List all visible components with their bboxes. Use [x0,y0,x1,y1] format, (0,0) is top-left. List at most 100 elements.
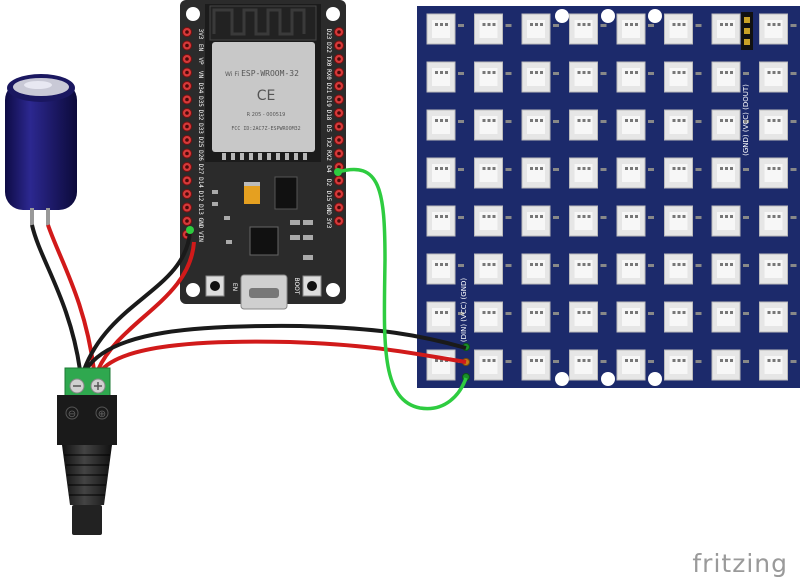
wire-cap-red [46,224,96,371]
led-pixel [664,157,702,189]
led-pixel [569,61,607,93]
led-pixel [759,61,797,93]
esp32-pin: D35 [182,94,204,107]
esp32-pin: D19 [325,94,344,107]
matrix-output-header: (GND) (VCC) (DOUT) [741,12,753,156]
esp32-pin-label: D21 [325,83,332,94]
esp32-pin-label: D32 [197,110,204,121]
led-pixel [569,109,607,141]
micro-usb-port [240,274,288,310]
led-pixel [521,61,559,93]
module-r-text: R 205 - 000519 [247,112,286,118]
esp32-pin-label: D35 [197,96,204,107]
wire-esp-red [96,241,196,371]
esp32-pin-label: D2 [325,179,332,187]
esp32-pin-label: GND [325,204,332,215]
esp32-pin: GND [182,216,204,229]
wires [30,167,468,411]
esp32-pin: D15 [325,189,344,202]
led-matrix: (GND) (VCC) (DOUT) (DIN) (VCC) (GND) [417,6,800,388]
led-pixel [521,301,559,333]
led-pixel [759,301,797,333]
esp32-pin-label: 3V3 [197,29,204,40]
led-pixel [616,13,654,45]
esp32-pin: TX0 [325,54,344,67]
esp32-pin-label: D22 [325,42,332,53]
dc-barrel-jack: ⊖ ⊕ [57,367,117,535]
esp32-pin: D32 [182,108,204,121]
esp32-pin-label: RX2 [325,150,332,161]
led-pixel [664,301,702,333]
led-pixel [759,349,797,381]
en-label: EN [231,283,238,291]
led-pixel [521,13,559,45]
esp32-pin-label: D23 [325,29,332,40]
esp32-pin-label: VIN [197,231,204,242]
matrix-mount-holes [555,9,662,386]
esp32-pin: D34 [182,81,204,94]
esp32-pin-label: D19 [325,96,332,107]
matrix-output-label: (GND) (VCC) (DOUT) [742,84,750,156]
esp32-pin: D2 [325,175,344,187]
esp32-pin-label: D26 [197,150,204,161]
esp32-pin-label: D33 [197,123,204,134]
module-name-text: ESP-WROOM-32 [241,69,299,78]
esp32-pin: D25 [182,135,204,148]
wifi-logo-text: Wi Fi [225,71,239,78]
led-pixel [711,349,749,381]
antenna-trace [212,8,306,36]
esp32-pin-label: D12 [197,191,204,202]
esp-wroom-32-module: ESP-WROOM-32 Wi Fi CE R 205 - 000519 FCC… [205,4,321,162]
usb-chip [249,226,279,256]
esp32-pin: 3V3 [182,27,204,40]
wire-matrix-red [98,339,467,374]
led-pixel [711,13,749,45]
led-pixel [759,157,797,189]
wire-cap-black [30,224,82,371]
esp32-pin-label: EN [197,44,204,52]
led-pixel [521,157,559,189]
esp32-pin: D12 [182,189,204,202]
led-pixel [759,109,797,141]
esp32-pins-right: D23D22TX0RX0D21D19D18D5TX2RX2D4D2D15GND3… [325,27,344,229]
jack-plus-label: ⊕ [98,409,106,420]
matrix-input-label: (DIN) (VCC) (GND) [460,278,468,342]
esp32-pin-label: D18 [325,110,332,121]
led-pixel [711,109,749,141]
led-pixel [664,13,702,45]
esp32-pin-label: D14 [197,177,204,188]
esp32-pin: D27 [182,162,204,175]
esp32-pin-label: 3V3 [325,218,332,229]
led-pixel [474,13,512,45]
module-fcc-text: FCC ID:2AC7Z-ESPWROOM32 [231,126,300,132]
led-pixel [711,61,749,93]
en-button[interactable]: EN [205,275,238,297]
led-pixel [521,349,559,381]
led-pixel [426,301,464,333]
led-pixel [474,205,512,237]
esp32-pin-label: D5 [325,125,332,133]
esp32-pin: GND [325,202,344,215]
esp32-pin-label: TX0 [325,56,332,67]
led-pixel [426,61,464,93]
esp32-pin: D33 [182,121,204,134]
boot-button[interactable]: BOOT [293,275,322,297]
module-castellations [222,153,307,160]
esp32-pin-label: D13 [197,204,204,215]
wire-esp-black [82,231,192,371]
led-pixel [569,301,607,333]
led-pixel [759,253,797,285]
led-pixel [664,109,702,141]
led-pixel [711,205,749,237]
led-pixel [711,157,749,189]
esp32-pin-label: GND [197,218,204,229]
capacitor-smd [244,182,260,204]
esp32-pin: RX2 [325,148,344,161]
smd-components [212,190,313,260]
led-pixel [664,253,702,285]
regulator-chip [274,176,298,210]
led-pixel [759,205,797,237]
led-pixel [616,157,654,189]
led-pixel [474,349,512,381]
